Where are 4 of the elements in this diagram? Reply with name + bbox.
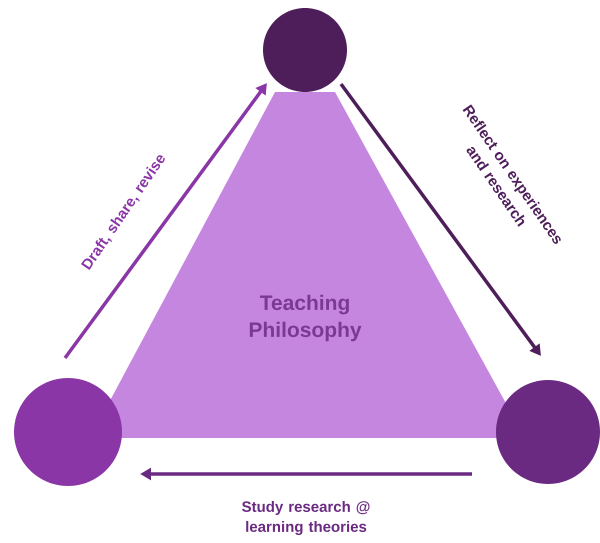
circle <box>496 380 600 484</box>
edge-label: Study research @ learning theories <box>242 500 370 536</box>
circle <box>14 378 122 486</box>
circle <box>263 8 347 92</box>
